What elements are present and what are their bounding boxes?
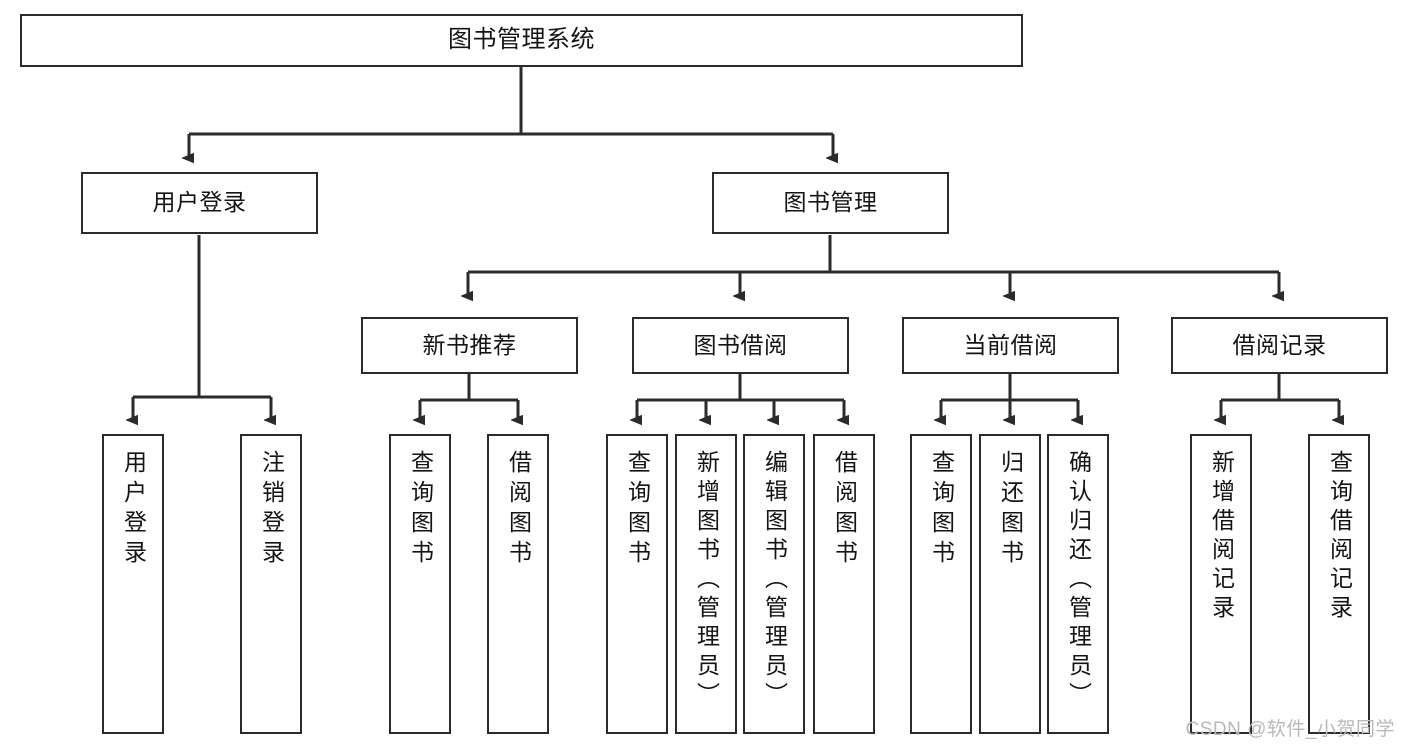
node-label: 借阅记录: [1232, 331, 1327, 358]
leaf-confirm-return-admin[interactable]: 确认归还（管理员）: [1047, 434, 1109, 734]
node-user-login[interactable]: 用户登录: [81, 172, 318, 234]
leaf-logout[interactable]: 注销登录: [240, 434, 302, 734]
node-label: 借阅图书: [831, 450, 858, 570]
node-label: 归还图书: [997, 450, 1024, 570]
leaf-query-book-borrow[interactable]: 查询图书: [606, 434, 668, 734]
node-label: 当前借阅: [963, 331, 1058, 358]
node-book-borrow[interactable]: 图书借阅: [632, 317, 849, 374]
node-label: 编辑图书（管理员）: [761, 450, 788, 711]
node-label: 新增借阅记录: [1208, 450, 1235, 624]
node-label: 图书管理: [783, 189, 878, 216]
node-label: 用户登录: [120, 450, 147, 570]
node-label: 新增图书（管理员）: [693, 450, 720, 711]
node-label: 查询图书: [624, 450, 651, 570]
node-new-book-recommend[interactable]: 新书推荐: [361, 317, 578, 374]
leaf-edit-book-admin[interactable]: 编辑图书（管理员）: [743, 434, 805, 734]
leaf-add-borrow-record[interactable]: 新增借阅记录: [1190, 434, 1252, 734]
node-label: 用户登录: [152, 189, 247, 216]
leaf-return-book[interactable]: 归还图书: [979, 434, 1041, 734]
leaf-borrow-book[interactable]: 借阅图书: [813, 434, 875, 734]
node-label: 查询图书: [928, 450, 955, 570]
leaf-borrow-book-recommend[interactable]: 借阅图书: [487, 434, 549, 734]
node-label: 查询图书: [407, 450, 434, 570]
node-label: 确认归还（管理员）: [1065, 450, 1092, 711]
leaf-query-book-current[interactable]: 查询图书: [910, 434, 972, 734]
node-borrow-record[interactable]: 借阅记录: [1171, 317, 1388, 374]
node-root-book-management-system[interactable]: 图书管理系统: [20, 14, 1023, 67]
leaf-query-borrow-record[interactable]: 查询借阅记录: [1308, 434, 1370, 734]
node-label: 图书借阅: [693, 331, 788, 358]
node-book-management[interactable]: 图书管理: [712, 172, 949, 234]
watermark-csdn: CSDN @软件_小贺同学: [1185, 719, 1395, 740]
node-current-borrow[interactable]: 当前借阅: [902, 317, 1119, 374]
node-label: 查询借阅记录: [1326, 450, 1353, 624]
node-label: 注销登录: [258, 450, 285, 570]
node-label: 新书推荐: [422, 331, 517, 358]
leaf-user-login[interactable]: 用户登录: [102, 434, 164, 734]
node-label: 借阅图书: [505, 450, 532, 570]
leaf-add-book-admin[interactable]: 新增图书（管理员）: [675, 434, 737, 734]
leaf-query-book-recommend[interactable]: 查询图书: [389, 434, 451, 734]
node-label: 图书管理系统: [448, 26, 595, 54]
